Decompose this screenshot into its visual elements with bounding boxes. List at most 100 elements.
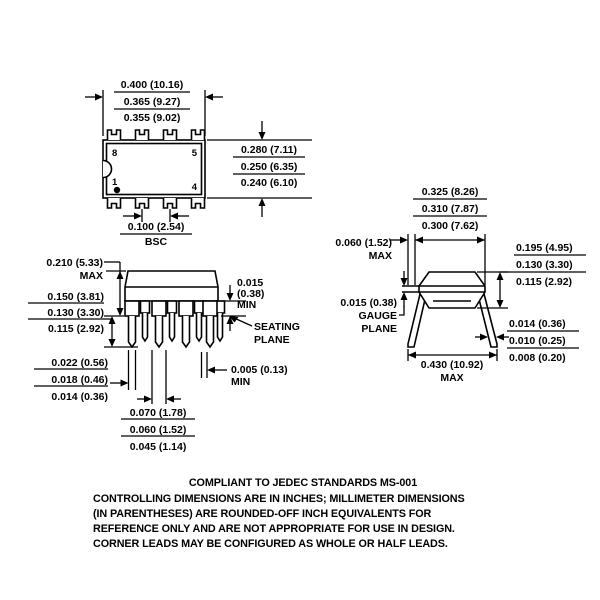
arrowhead-icon xyxy=(134,212,142,220)
lead-leg-front xyxy=(127,316,137,349)
lead-leg-back xyxy=(216,313,224,343)
dim-height-max-suffix: MAX xyxy=(80,270,103,282)
dim-lead-width-max: 0.022 (0.56) xyxy=(51,357,108,369)
arrowhead-icon xyxy=(95,93,103,101)
dim-lead-length-typ: 0.130 (3.30) xyxy=(47,307,104,319)
dim-shoulder-width-typ: 0.060 (1.52) xyxy=(130,424,187,436)
lead xyxy=(190,129,206,140)
label-gauge: GAUGE xyxy=(358,310,397,322)
lead xyxy=(162,198,178,209)
dim-lead-thickness-typ: 0.010 (0.25) xyxy=(509,335,566,347)
arrowhead-icon xyxy=(226,293,234,301)
pin1-dot xyxy=(113,186,121,194)
dim-end-height-typ: 0.130 (3.30) xyxy=(516,259,573,271)
arrowhead-icon xyxy=(496,300,504,308)
dim-standoff-suffix: MIN xyxy=(237,299,256,311)
pin-number-8: 8 xyxy=(112,148,117,159)
dim-span-suffix: MAX xyxy=(440,372,463,384)
arrowhead-icon xyxy=(400,236,408,244)
arrowhead-icon xyxy=(258,132,266,140)
dim-row-gap-suffix: MIN xyxy=(231,376,250,388)
callout-leader xyxy=(399,306,405,316)
note-line: CONTROLLING DIMENSIONS ARE IN INCHES; MI… xyxy=(93,493,465,505)
arrowhead-icon xyxy=(108,316,116,324)
package-body-top xyxy=(102,139,206,199)
arrowhead-icon xyxy=(400,292,408,300)
lead xyxy=(106,129,122,140)
dim-lead-pitch: 0.100 (2.54) xyxy=(128,221,185,233)
dim-height-max: 0.210 (5.33) xyxy=(46,257,103,269)
top-view: 0.400 (10.16) 0.365 (9.27) 0.355 (9.02) … xyxy=(85,79,312,248)
arrowhead-icon xyxy=(116,271,124,279)
dim-lead-width-min: 0.014 (0.36) xyxy=(51,391,108,403)
arrowhead-icon xyxy=(489,351,497,359)
lead-shoulder-back xyxy=(193,300,205,314)
dim-end-width-min: 0.300 (7.62) xyxy=(422,220,479,232)
note-line: (IN PARENTHESES) ARE ROUNDED-OFF INCH EQ… xyxy=(93,508,432,520)
lead-shoulder-front xyxy=(151,300,167,317)
lead xyxy=(134,198,150,209)
label-seating: SEATING xyxy=(254,321,300,333)
dim-span-value: 0.430 (10.92) xyxy=(421,359,483,371)
dim-shoulder-width-min: 0.045 (1.14) xyxy=(130,441,187,453)
note-line: REFERENCE ONLY AND ARE NOT APPROPRIATE F… xyxy=(93,523,455,535)
arrowhead-icon xyxy=(144,395,152,403)
dim-standoff-mm: (0.38) xyxy=(237,288,264,300)
dim-lead-width-typ: 0.018 (0.46) xyxy=(51,374,108,386)
arrowhead-icon xyxy=(226,316,234,324)
dim-end-height-max: 0.195 (4.95) xyxy=(516,242,573,254)
lead-leg-back xyxy=(195,313,203,343)
pin1-index-notch xyxy=(102,159,113,179)
dim-top-body-typ: 0.250 (6.35) xyxy=(241,161,298,173)
pin-number-1: 1 xyxy=(112,177,118,188)
dim-lead-length-max: 0.150 (3.81) xyxy=(47,291,104,303)
arrowhead-icon xyxy=(229,316,239,323)
arrowhead-icon xyxy=(120,379,129,387)
arrowhead-icon xyxy=(116,308,124,316)
dim-top-width-typ: 0.365 (9.27) xyxy=(124,96,181,108)
arrowhead-icon xyxy=(258,198,266,206)
lead-leg-front xyxy=(205,316,215,349)
dim-top-body-max: 0.280 (7.11) xyxy=(241,144,297,156)
arrowhead-icon xyxy=(108,339,116,347)
arrowhead-icon xyxy=(496,333,504,341)
lead xyxy=(162,129,178,140)
dim-gauge-value: 0.015 (0.38) xyxy=(340,297,397,309)
lead xyxy=(190,198,206,209)
dim-end-height-min: 0.115 (2.92) xyxy=(516,276,572,288)
lead-shoulder-back xyxy=(139,300,151,314)
dim-shoulder-width-max: 0.070 (1.78) xyxy=(130,407,187,419)
lead xyxy=(106,198,122,209)
dim-top-width-max: 0.400 (10.16) xyxy=(121,79,183,91)
lead-leg-back xyxy=(168,313,176,343)
lead xyxy=(134,129,150,140)
arrowhead-icon xyxy=(166,395,174,403)
pin-number-5: 5 xyxy=(192,148,198,159)
label-gauge-plane: PLANE xyxy=(361,323,397,335)
callout-leader xyxy=(233,317,253,327)
lead-shoulder-front xyxy=(178,300,194,317)
dim-row-gap-value: 0.005 (0.13) xyxy=(231,364,288,376)
jedec-compliance-note: COMPLIANT TO JEDEC STANDARDS MS-001 xyxy=(189,477,417,489)
arrowhead-icon xyxy=(477,236,485,244)
package-body-end xyxy=(418,271,486,309)
dim-end-width-max: 0.325 (8.26) xyxy=(422,186,479,198)
lead-shoulder-back xyxy=(166,300,178,314)
dim-top-width-min: 0.355 (9.02) xyxy=(124,112,181,124)
arrowhead-icon xyxy=(207,366,215,374)
lead-leg-front xyxy=(154,316,164,349)
label-plane: PLANE xyxy=(254,334,290,346)
dim-top-body-min: 0.240 (6.10) xyxy=(241,177,298,189)
dim-lead-pitch-bsc: BSC xyxy=(145,236,168,248)
pin-number-4: 4 xyxy=(192,182,198,193)
lead-shoulder-front xyxy=(124,300,140,317)
arrowhead-icon xyxy=(400,278,408,286)
lead-leg-front xyxy=(181,316,191,349)
notes: COMPLIANT TO JEDEC STANDARDS MS-001 CONT… xyxy=(93,477,465,550)
arrowhead-icon xyxy=(205,93,213,101)
arrowhead-icon xyxy=(496,272,504,280)
side-view: 0.210 (5.33) MAX 0.150 (3.81) 0.130 (3.3… xyxy=(28,257,300,453)
dim-end-width-typ: 0.310 (7.87) xyxy=(422,203,479,215)
